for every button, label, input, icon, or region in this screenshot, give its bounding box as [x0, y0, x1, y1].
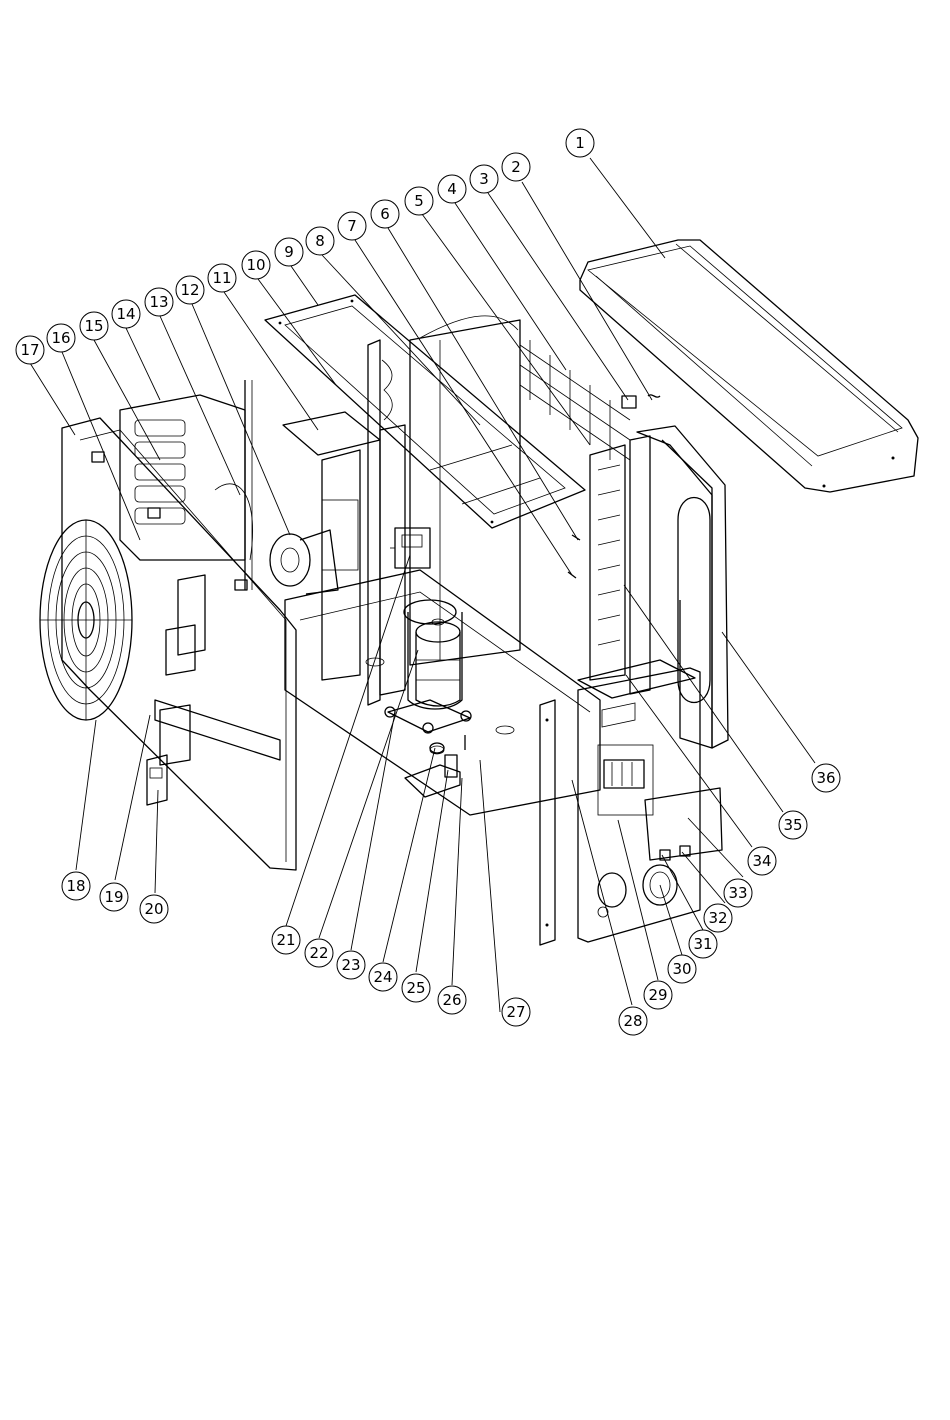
callout-label-3: 3	[479, 170, 489, 188]
callout-label-17: 17	[20, 341, 39, 359]
callout-label-16: 16	[51, 329, 70, 347]
callout-31: 31	[689, 930, 717, 958]
callout-16: 16	[47, 324, 75, 352]
callout-label-8: 8	[315, 232, 325, 250]
callout-2: 2	[502, 153, 530, 181]
callout-18: 18	[62, 872, 90, 900]
callout-30: 30	[668, 955, 696, 983]
vertical-posts-part	[368, 340, 405, 705]
top-frame-part	[265, 295, 585, 528]
callout-34: 34	[748, 847, 776, 875]
valve-assembly-part	[405, 735, 465, 797]
leader-lines	[30, 158, 815, 1012]
callout-label-31: 31	[693, 935, 712, 953]
callout-label-29: 29	[648, 986, 667, 1004]
fan-guard-part	[40, 520, 132, 720]
callout-28: 28	[619, 1007, 647, 1035]
callout-label-13: 13	[149, 293, 168, 311]
callout-label-5: 5	[414, 192, 424, 210]
display-bracket-part	[147, 625, 195, 805]
callout-26: 26	[438, 986, 466, 1014]
callout-27: 27	[502, 998, 530, 1026]
callout-label-10: 10	[246, 256, 265, 274]
callout-4: 4	[438, 175, 466, 203]
callout-15: 15	[80, 312, 108, 340]
callout-7: 7	[338, 212, 366, 240]
callout-label-19: 19	[104, 888, 123, 906]
callout-24: 24	[369, 963, 397, 991]
right-side-panel-part	[637, 426, 728, 748]
callout-label-1: 1	[575, 134, 585, 152]
callout-3: 3	[470, 165, 498, 193]
callout-21: 21	[272, 926, 300, 954]
fan-motor-part	[215, 484, 338, 594]
callout-label-24: 24	[373, 968, 392, 986]
callout-19: 19	[100, 883, 128, 911]
callout-label-26: 26	[442, 991, 461, 1009]
callout-6: 6	[371, 200, 399, 228]
callout-11: 11	[208, 264, 236, 292]
callout-1: 1	[566, 129, 594, 157]
callout-label-34: 34	[752, 852, 771, 870]
callout-20: 20	[140, 895, 168, 923]
compressor-part	[385, 600, 471, 733]
right-post-part	[540, 700, 555, 945]
callout-label-21: 21	[276, 931, 295, 949]
callout-label-36: 36	[816, 769, 835, 787]
callout-label-12: 12	[180, 281, 199, 299]
callout-label-22: 22	[309, 944, 328, 962]
callout-29: 29	[644, 981, 672, 1009]
callout-label-27: 27	[506, 1003, 525, 1021]
callout-label-25: 25	[406, 979, 425, 997]
callout-25: 25	[402, 974, 430, 1002]
callout-12: 12	[176, 276, 204, 304]
callout-label-32: 32	[708, 909, 727, 927]
callout-label-9: 9	[284, 243, 294, 261]
callout-35: 35	[779, 811, 807, 839]
callout-label-15: 15	[84, 317, 103, 335]
callout-17: 17	[16, 336, 44, 364]
callout-label-20: 20	[144, 900, 163, 918]
callout-22: 22	[305, 939, 333, 967]
control-panel-part	[578, 660, 700, 942]
callout-label-35: 35	[783, 816, 802, 834]
callout-33: 33	[724, 879, 752, 907]
junction-box-part	[643, 788, 722, 905]
callout-32: 32	[704, 904, 732, 932]
callout-13: 13	[145, 288, 173, 316]
callout-label-2: 2	[511, 158, 521, 176]
callout-label-11: 11	[212, 269, 231, 287]
top-cover-part	[580, 240, 918, 492]
callout-14: 14	[112, 300, 140, 328]
callout-8: 8	[306, 227, 334, 255]
callout-label-28: 28	[623, 1012, 642, 1030]
callout-10: 10	[242, 251, 270, 279]
callout-label-4: 4	[447, 180, 457, 198]
callout-label-14: 14	[116, 305, 135, 323]
callout-label-18: 18	[66, 877, 85, 895]
callout-label-6: 6	[380, 205, 390, 223]
callout-label-7: 7	[347, 217, 357, 235]
base-pan-part	[285, 570, 600, 815]
callout-5: 5	[405, 187, 433, 215]
callout-36: 36	[812, 764, 840, 792]
callout-label-23: 23	[341, 956, 360, 974]
right-coil-part	[590, 436, 650, 694]
callout-label-33: 33	[728, 884, 747, 902]
callout-23: 23	[337, 951, 365, 979]
callout-label-30: 30	[672, 960, 691, 978]
callout-9: 9	[275, 238, 303, 266]
